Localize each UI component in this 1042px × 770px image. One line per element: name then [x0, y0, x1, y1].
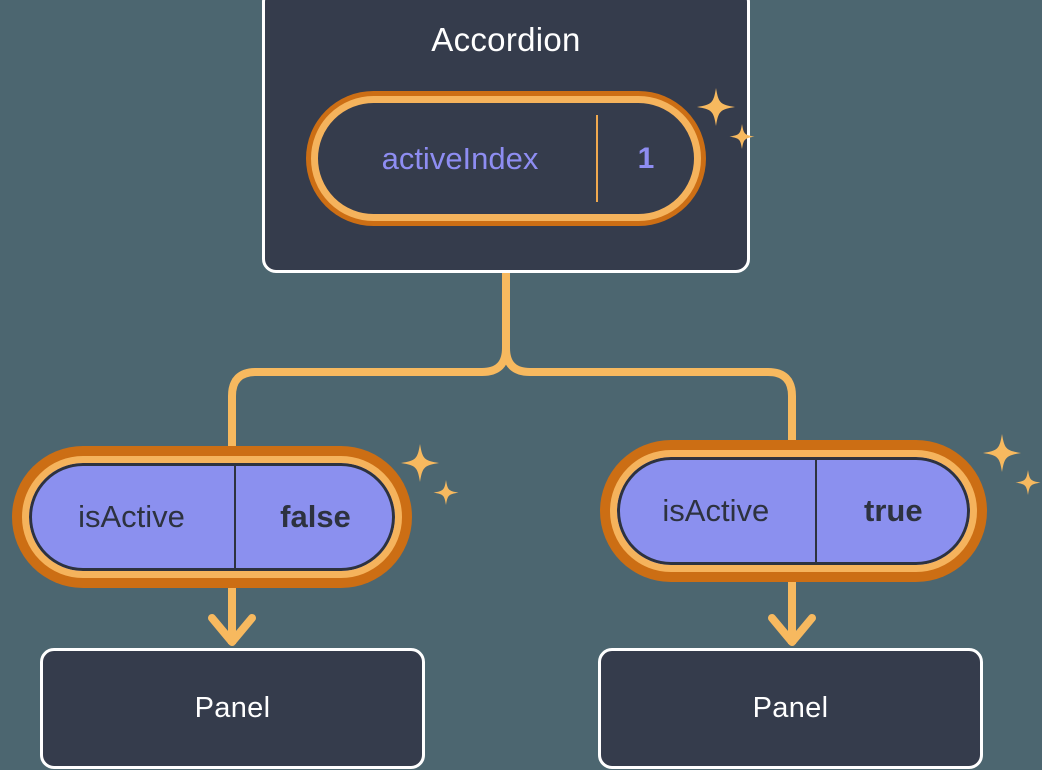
- state-pill-is-active-false[interactable]: isActive false: [22, 456, 402, 578]
- panel-component-right[interactable]: Panel: [598, 648, 983, 769]
- state-key-label: isActive: [662, 493, 770, 528]
- arrow-down-icon: [208, 614, 256, 646]
- sparkle-icon: [401, 444, 459, 505]
- state-pill-is-active-true[interactable]: isActive true: [610, 450, 977, 572]
- state-pill-active-index[interactable]: activeIndex 1: [311, 96, 701, 221]
- state-key-label: isActive: [78, 499, 185, 534]
- accordion-title: Accordion: [431, 21, 581, 58]
- state-value-label: false: [280, 499, 351, 534]
- sparkle-star-large: [983, 434, 1021, 472]
- sparkle-icon: [396, 442, 466, 517]
- sparkle-icon: [978, 432, 1042, 507]
- arrow-down-icon: [768, 614, 816, 646]
- panel-component-left[interactable]: Panel: [40, 648, 425, 769]
- state-pill-divider: [233, 463, 236, 571]
- state-pill-frame: isActive false: [22, 456, 402, 578]
- connector-branch-right: [502, 344, 796, 454]
- state-key-label: activeIndex: [381, 140, 539, 176]
- sparkle-star-small: [433, 480, 459, 505]
- state-pill-divider: [814, 457, 817, 565]
- state-pill-frame: isActive true: [610, 450, 977, 572]
- panel-title: Panel: [194, 692, 271, 724]
- panel-title: Panel: [752, 692, 829, 724]
- connector-branch-left: [228, 344, 510, 460]
- sparkle-star-large: [401, 444, 439, 482]
- state-value-label: 1: [637, 141, 655, 175]
- state-value-label: true: [864, 493, 923, 528]
- sparkle-star-small: [1015, 470, 1041, 495]
- state-pill-frame: activeIndex 1: [311, 96, 701, 221]
- state-pill-divider: [596, 115, 598, 202]
- sparkle-icon: [983, 434, 1041, 495]
